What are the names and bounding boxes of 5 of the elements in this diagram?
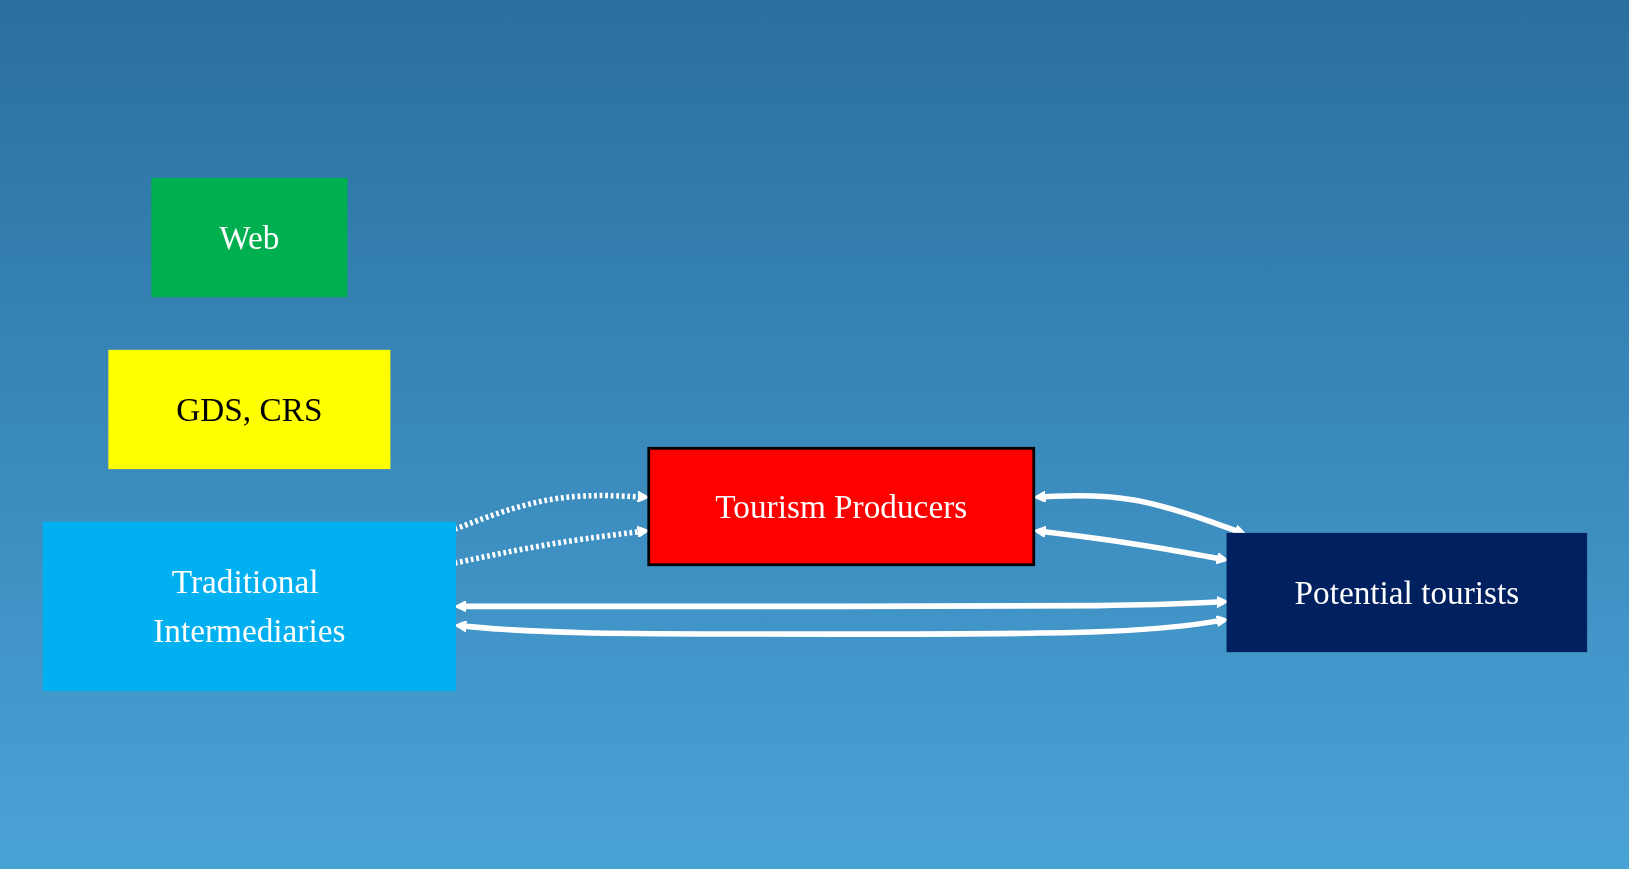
node-box: Web	[150, 177, 347, 298]
node-box: GDS, CRS	[107, 349, 390, 470]
node-box: Potential tourists	[1226, 532, 1587, 653]
node-box: Traditional Intermediaries	[42, 521, 456, 692]
node-box: Tourism Producers	[646, 446, 1035, 567]
